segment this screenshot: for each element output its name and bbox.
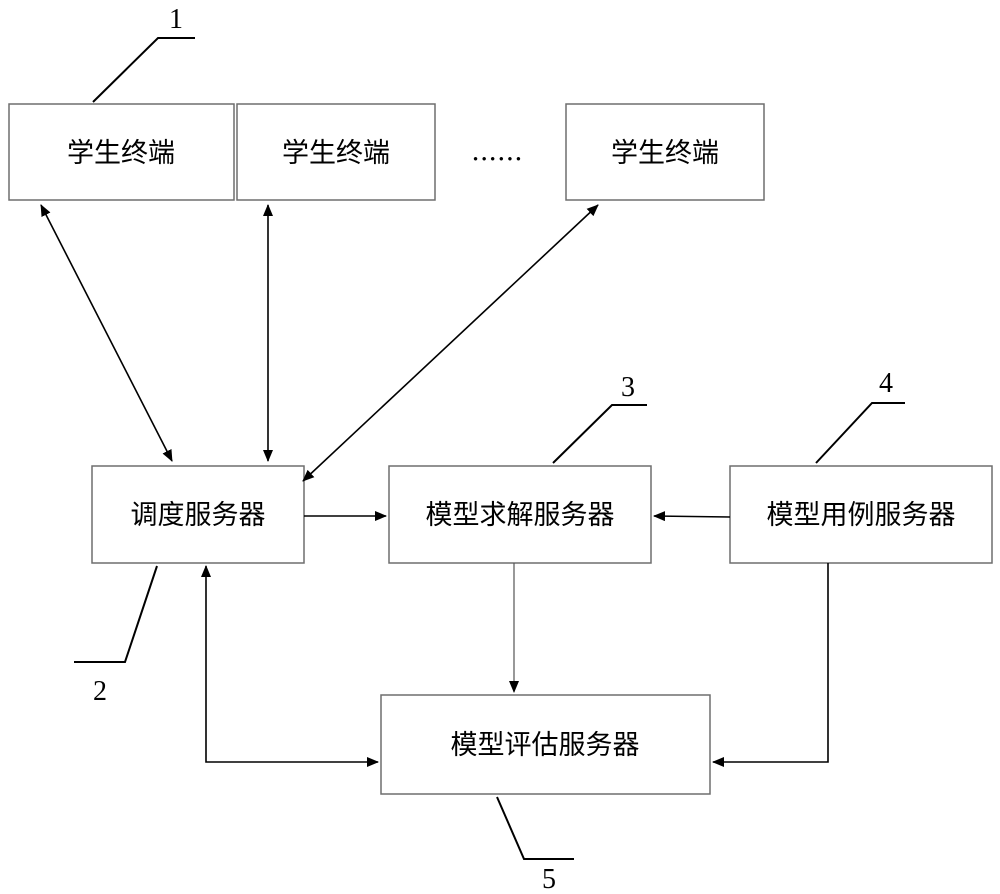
ref-number-1: 1 — [169, 4, 183, 35]
model-solver-server: 模型求解服务器 — [388, 465, 652, 564]
student-terminal-1-label: 学生终端 — [67, 138, 175, 169]
ref-leader-2 — [74, 565, 158, 663]
ref-leader-5 — [496, 796, 574, 860]
model-evaluation-server: 模型评估服务器 — [380, 694, 711, 795]
edge-usecase-solver — [653, 511, 731, 522]
ref-number-2: 2 — [93, 676, 107, 707]
student-terminal-1: 学生终端 — [8, 103, 235, 201]
ref-number-5: 5 — [542, 864, 556, 894]
ref-number-4: 4 — [879, 368, 893, 399]
ref-leader-3 — [552, 404, 647, 464]
student-terminal-2-label: 学生终端 — [282, 138, 390, 169]
ref-leader-1 — [92, 37, 195, 103]
model-solver-server-label: 模型求解服务器 — [426, 500, 615, 531]
ref-leader-4 — [815, 402, 905, 464]
edge-dispatch-evaluator — [201, 565, 379, 767]
dispatch-server: 调度服务器 — [91, 465, 305, 564]
student-terminal-3: 学生终端 — [565, 103, 765, 201]
model-evaluation-server-label: 模型评估服务器 — [451, 730, 640, 761]
edge-terminal1-dispatch — [40, 204, 173, 462]
ellipsis-text: ...... — [471, 136, 523, 167]
student-terminal-2: 学生终端 — [236, 103, 436, 201]
dispatch-server-label: 调度服务器 — [131, 500, 266, 531]
student-terminal-3-label: 学生终端 — [611, 138, 719, 169]
model-usecase-server-label: 模型用例服务器 — [767, 500, 956, 531]
edge-usecase-evaluator — [712, 563, 829, 767]
edge-terminal3-dispatch — [302, 204, 599, 482]
ref-number-3: 3 — [621, 372, 635, 403]
model-usecase-server: 模型用例服务器 — [729, 465, 993, 564]
